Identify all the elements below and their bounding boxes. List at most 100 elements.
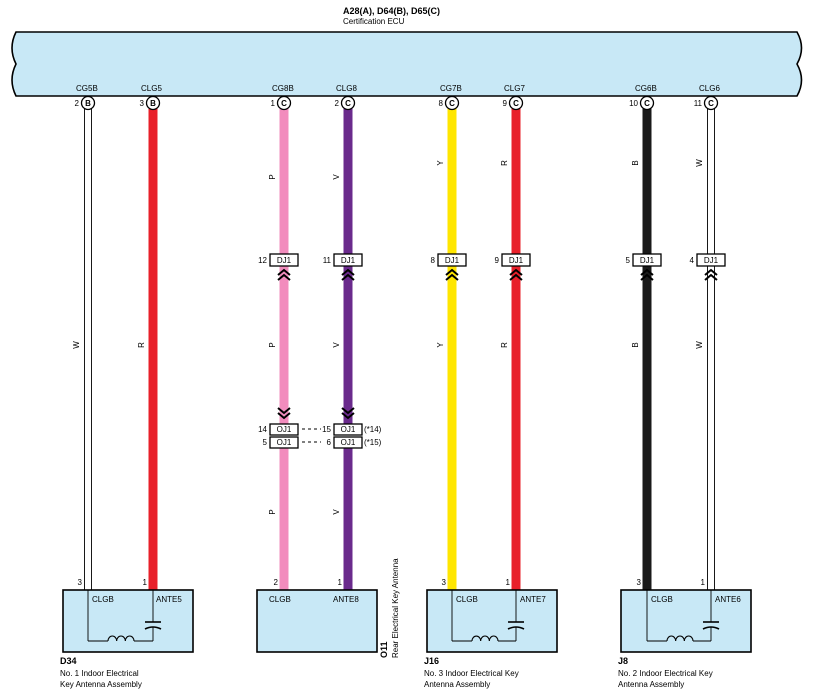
oj1-left-box-1 [269,436,299,449]
dj1-box-9 [501,253,531,267]
dj1-label-5: DJ1 [640,256,655,265]
wire-clg7-segment [511,104,521,254]
dj1-chevron-4-stroke [704,268,718,276]
assembly-j8-name-0: No. 2 Indoor Electrical Key [618,669,713,678]
wires-layer [84,103,715,591]
dj1-chevron-8-stroke [445,268,459,276]
oj1-left-label-0: OJ1 [277,425,292,434]
wire-cg8b-bottom-pin: 2 [274,578,279,587]
oj1-chevron-left [277,407,291,420]
assembly-j8-left-term: CLGB [651,595,673,604]
wire-clg6-color-label: W [695,341,704,349]
assembly-j16-left-term: CLGB [456,595,478,604]
dj1-pin-9: 9 [495,256,500,265]
assembly-o11-left-term: CLGB [269,595,291,604]
dj1-pin-4: 4 [690,256,695,265]
assembly-d34-box [62,589,194,653]
oj1-left-pin-0: 14 [258,425,267,434]
dj1-chevron-12-stroke [277,268,291,276]
dj1-chevron-5-stroke [640,268,654,276]
wire-clg5-segment [148,104,158,590]
assembly-j8-coil [666,635,694,642]
wire-cg7b-top-name: CG7B [440,84,462,93]
wire-clg5-conn-letter: B [150,99,156,108]
oj1-note-0: (*14) [364,425,382,434]
wire-cg5b-top-pin: 2 [75,99,80,108]
wire-clg8-color-label: V [332,342,341,348]
wire-clg6-segment [707,265,715,591]
dj1-box-12 [269,253,299,267]
assembly-o11-box [256,589,378,653]
dj1-label-12: DJ1 [277,256,292,265]
wire-cg6b-top-pin: 10 [629,99,638,108]
wire-clg6-segment [707,103,715,255]
dj1-pin-5: 5 [626,256,631,265]
dj1-chevron-12-stroke [277,273,291,281]
wire-cg8b-color-label: P [268,342,277,347]
wire-clg7-color-label: R [500,342,509,348]
assembly-o11-right-term: ANTE8 [333,595,359,604]
dj1-box-4 [696,253,726,267]
wire-clg7-conn-letter: C [513,99,519,108]
wire-clg7-pin-circle [508,95,524,111]
dj1-box-11 [333,253,363,267]
wire-clg5-color-label: R [137,342,146,348]
wire-clg6-top-pin: 11 [694,99,703,108]
wire-cg5b-bottom-pin: 3 [78,578,83,587]
wire-cg7b-top-pin: 8 [439,99,444,108]
dj1-pin-8: 8 [431,256,436,265]
dj1-chevron-11-stroke [341,268,355,276]
wire-cg7b-color-label: Y [436,342,445,348]
oj1-chevron-left-stroke [277,407,291,415]
wire-clg8-top-name: CLG8 [336,84,357,93]
wire-clg7-top-pin: 9 [503,99,508,108]
dj1-chevron-8 [445,268,459,281]
wire-cg8b-segment [279,266,289,424]
wire-cg5b-pin-circle [80,95,96,111]
assembly-j16-name-1: Antenna Assembly [424,680,490,689]
oj1-left-box-0 [269,423,299,436]
wire-clg8-top-pin: 2 [335,99,340,108]
wire-cg8b-top-name: CG8B [272,84,294,93]
wire-clg7-segment [511,266,521,590]
assembly-j16-box [426,589,558,653]
wire-clg8-pin-circle [340,95,356,111]
assembly-o11-code: O11 [379,641,389,658]
wire-cg7b-bottom-pin: 3 [442,578,447,587]
wire-cg6b-color-label: B [631,342,640,347]
wire-clg8-bottom-pin: 1 [338,578,343,587]
assembly-j8-name-1: Antenna Assembly [618,680,684,689]
wire-clg6-pin-circle [703,95,719,111]
wire-cg8b-top-pin: 1 [271,99,276,108]
wire-cg5b-color-label: W [72,341,81,349]
wire-cg6b-segment [642,266,652,590]
oj1-right-pin-0: 15 [322,425,331,434]
oj1-right-label-0: OJ1 [341,425,356,434]
wire-cg8b-color-label: P [268,174,277,179]
wire-clg6-color-label: W [695,159,704,167]
assembly-j16-right-term: ANTE7 [520,595,546,604]
wire-cg7b-pin-circle [444,95,460,111]
assembly-d34-coil [107,635,135,642]
oj1-left-label-1: OJ1 [277,438,292,447]
oj1-right-box-1 [333,436,363,449]
wire-cg6b-bottom-pin: 3 [637,578,642,587]
wire-cg8b-conn-letter: C [281,99,287,108]
dj1-label-11: DJ1 [341,256,356,265]
dj1-chevron-9 [509,268,523,281]
wire-cg8b-segment [279,448,289,590]
dj1-pin-12: 12 [258,256,267,265]
dj1-chevron-12 [277,268,291,281]
dj1-chevron-4 [704,268,718,281]
oj1-right-pin-1: 6 [327,438,332,447]
wire-clg5-bottom-pin: 1 [143,578,148,587]
oj1-right-label-1: OJ1 [341,438,356,447]
ecu-title: A28(A), D64(B), D65(C) [343,6,440,16]
wire-cg7b-conn-letter: C [449,99,455,108]
wire-clg5-pin-circle [145,95,161,111]
wire-clg6-bottom-pin: 1 [701,578,706,587]
wire-clg7-color-label: R [500,160,509,166]
wire-clg5-top-pin: 3 [140,99,145,108]
wire-clg8-conn-letter: C [345,99,351,108]
